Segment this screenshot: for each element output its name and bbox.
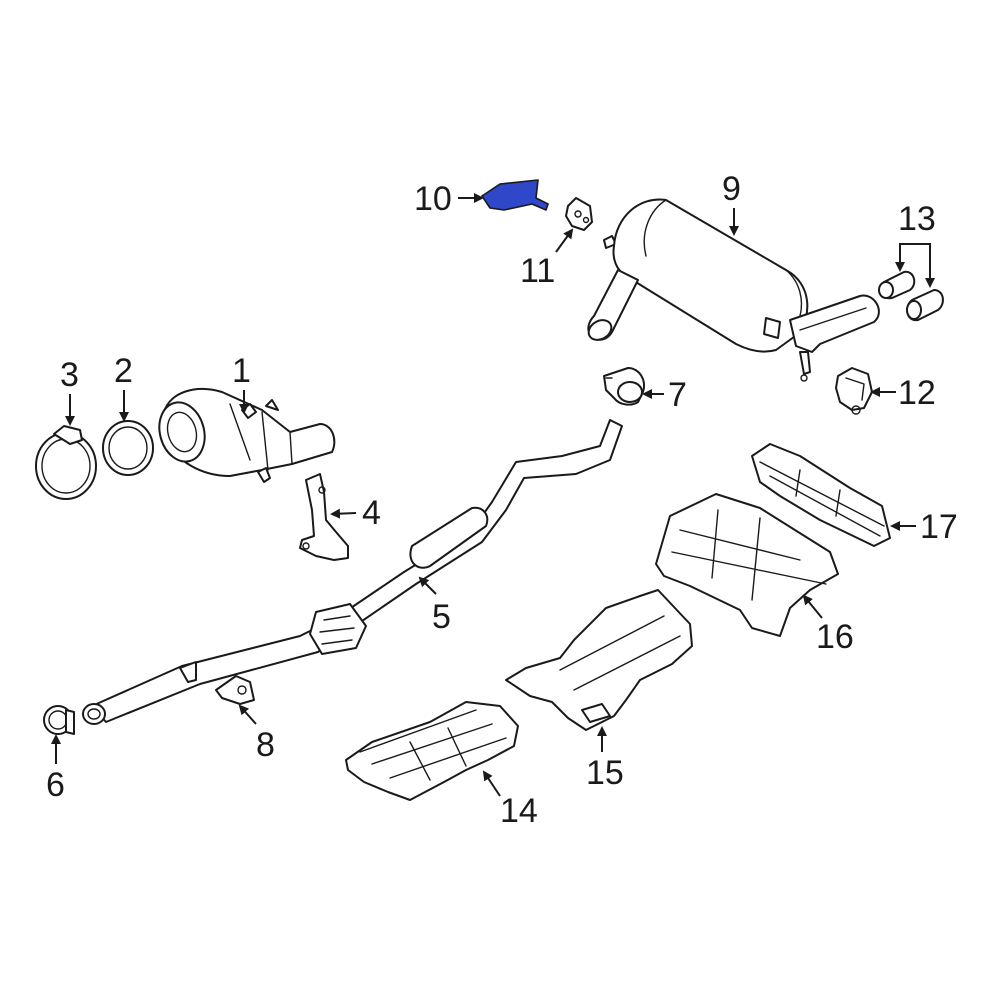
callout-2[interactable]: 2: [114, 352, 133, 390]
leader-8: [238, 704, 257, 725]
callout-6[interactable]: 6: [46, 766, 65, 804]
callout-3[interactable]: 3: [60, 356, 79, 394]
callout-labels: 1 2 3 4 5 6 7 8 9 10 11 12 13 14 15 16 1…: [46, 170, 958, 830]
callout-11[interactable]: 11: [520, 252, 555, 290]
part-12-actuator[interactable]: [835, 367, 873, 415]
part-14-heat-shield[interactable]: [345, 701, 519, 801]
part-13-exhaust-tips[interactable]: [878, 270, 944, 322]
part-8-hanger-bracket[interactable]: [215, 675, 255, 705]
part-6-clamp[interactable]: [43, 705, 75, 735]
callout-1[interactable]: 1: [232, 352, 251, 390]
callout-14[interactable]: 14: [500, 792, 538, 830]
callout-7[interactable]: 7: [668, 376, 687, 414]
part-16-heat-shield[interactable]: [655, 493, 839, 637]
callout-12[interactable]: 12: [898, 374, 936, 412]
callout-4[interactable]: 4: [362, 494, 381, 532]
part-15-heat-shield[interactable]: [505, 589, 693, 731]
part-17-heat-shield-strip[interactable]: [751, 443, 891, 547]
leader-13: [899, 243, 935, 288]
callout-9[interactable]: 9: [722, 170, 741, 208]
part-3-v-band-clamp[interactable]: [35, 425, 97, 500]
leader-4: [330, 508, 357, 519]
leader-5: [418, 576, 437, 595]
callout-15[interactable]: 15: [586, 754, 624, 792]
callout-10[interactable]: 10: [414, 180, 452, 218]
callout-13[interactable]: 13: [898, 200, 936, 238]
part-5-center-pipe[interactable]: [82, 419, 623, 725]
callout-17[interactable]: 17: [920, 508, 958, 546]
part-1-catalytic-converter[interactable]: [153, 387, 336, 483]
callout-5[interactable]: 5: [432, 598, 451, 636]
part-10-heat-shield-bracket[interactable]: [481, 179, 549, 211]
leader-16: [802, 594, 823, 619]
callout-16[interactable]: 16: [816, 618, 854, 656]
leader-14: [482, 770, 501, 797]
part-4-bracket[interactable]: [299, 473, 349, 561]
part-7-clamp[interactable]: [603, 367, 646, 406]
part-9-rear-muffler[interactable]: [585, 198, 880, 382]
part-11-hanger[interactable]: [565, 197, 593, 231]
leader-lines: [51, 193, 935, 797]
leader-11: [555, 228, 574, 253]
part-2-gasket[interactable]: [102, 420, 154, 476]
callout-8[interactable]: 8: [256, 726, 275, 764]
